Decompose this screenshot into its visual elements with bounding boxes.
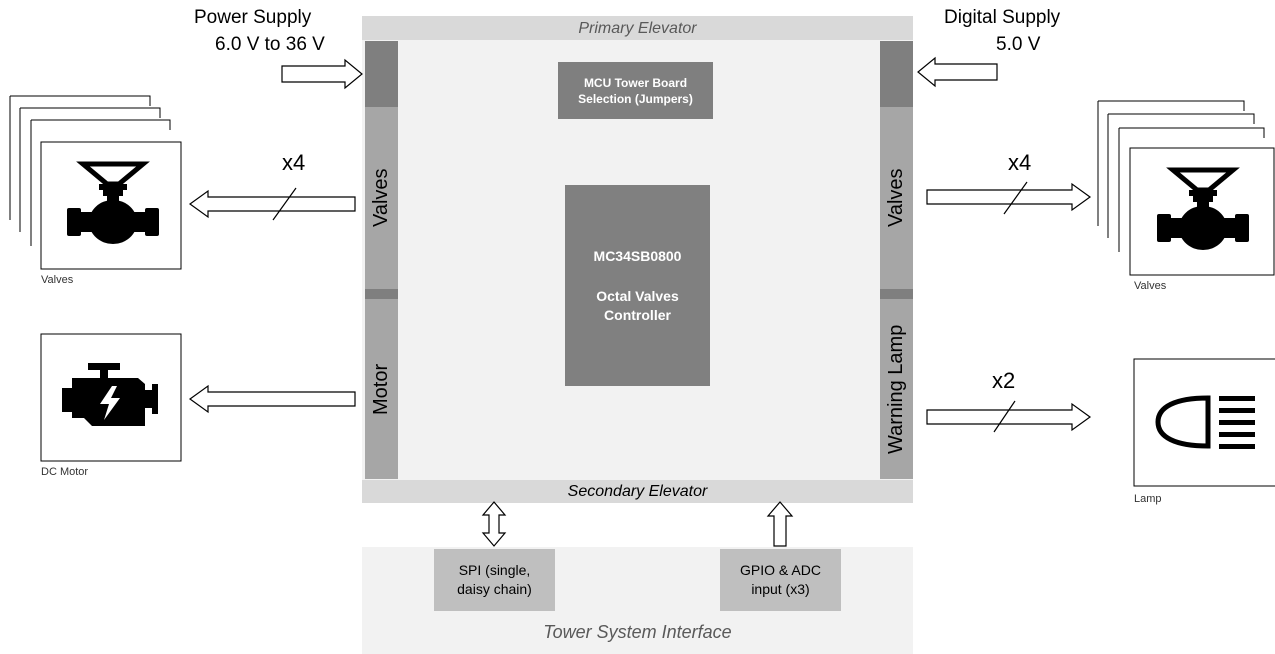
headlight-icon — [1155, 395, 1211, 449]
gpio-box — [720, 549, 841, 611]
engine-icon — [62, 363, 158, 426]
left-motor-arrow — [188, 384, 356, 414]
right-valves-count: x4 — [1008, 150, 1032, 175]
digital-supply-value: 5.0 V — [996, 34, 1041, 55]
left-valves-count: x4 — [282, 150, 306, 175]
left-motor-connector-label: Motor — [370, 363, 392, 415]
chip-description-label: Octal Valves Controller — [596, 288, 679, 323]
spi-bidirectional-arrow — [481, 501, 507, 547]
headlight-beams-icon — [1219, 396, 1255, 449]
power-supply-arrow — [281, 58, 363, 90]
left-valves-connector-label: Valves — [370, 168, 392, 228]
left-valves-card-stack — [9, 95, 182, 270]
mcu-selection-label: MCU Tower Board Selection (Jumpers) — [578, 75, 693, 106]
spi-label: SPI (single, daisy chain) — [457, 562, 532, 597]
right-connector-divider — [880, 289, 913, 299]
spi-box — [434, 549, 555, 611]
right-connector-valves — [880, 107, 913, 289]
right-lamp-arrow — [926, 402, 1092, 432]
right-valves-card-stack — [1097, 100, 1275, 276]
chip-box — [565, 185, 710, 386]
right-connector-top — [880, 41, 913, 107]
right-connector-lamp — [880, 299, 913, 479]
valve-icon — [1157, 167, 1249, 250]
right-valves-arrow — [926, 182, 1092, 212]
left-connector-divider — [365, 289, 398, 299]
power-supply-range: 6.0 V to 36 V — [215, 34, 325, 55]
digital-supply-title: Digital Supply — [944, 7, 1061, 28]
lamp-caption: Lamp — [1134, 493, 1162, 505]
tower-system-interface-label: Tower System Interface — [543, 621, 732, 642]
right-valves-slash — [1003, 181, 1028, 215]
right-valves-connector-label: Valves — [885, 168, 907, 228]
lamp-count: x2 — [992, 368, 1016, 393]
right-warning-lamp-connector-label: Warning Lamp — [885, 324, 907, 454]
secondary-elevator-label: Secondary Elevator — [567, 483, 708, 500]
left-connector-top — [365, 41, 398, 107]
left-valves-caption: Valves — [41, 274, 74, 286]
gpio-adc-label: GPIO & ADC input (x3) — [740, 562, 821, 597]
left-valves-arrow — [188, 189, 356, 219]
left-valves-slash — [272, 187, 297, 221]
power-supply-title: Power Supply — [194, 7, 312, 28]
digital-supply-arrow — [917, 56, 998, 88]
primary-elevator-bar — [362, 16, 913, 40]
valve-icon — [67, 161, 159, 244]
right-lamp-slash — [993, 400, 1016, 433]
gpio-up-arrow — [766, 501, 794, 547]
mcu-selection-box — [558, 62, 713, 119]
left-connector-motor — [365, 299, 398, 479]
secondary-elevator-bar — [362, 480, 913, 503]
primary-elevator-label: Primary Elevator — [578, 20, 697, 37]
chip-name-label: MC34SB0800 — [593, 248, 682, 264]
dc-motor-caption: DC Motor — [41, 466, 89, 478]
left-connector-valves — [365, 107, 398, 289]
right-valves-caption: Valves — [1134, 280, 1167, 292]
